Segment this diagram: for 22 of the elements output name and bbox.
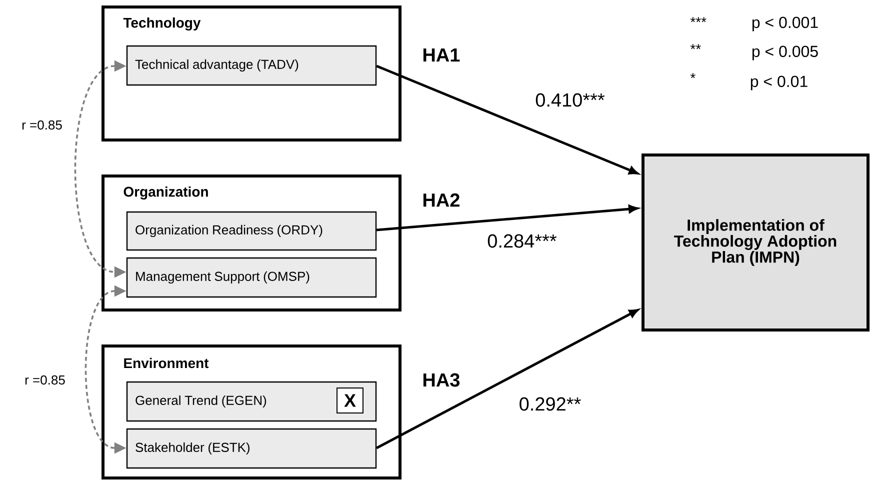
outcome-box: Implementation of Technology Adoption Plan (IMPN) xyxy=(642,154,870,332)
edge-label: 0.284*** xyxy=(488,234,557,248)
significance-key: ** xyxy=(690,44,701,50)
excluded-mark: X xyxy=(336,388,364,414)
significance-key: * xyxy=(690,73,696,78)
hypothesis-label: HA3 xyxy=(423,373,460,387)
factor-box: Stakeholder (ESTK) xyxy=(126,428,377,469)
hypothesis-label: HA2 xyxy=(423,193,460,207)
hypothesis-label: HA1 xyxy=(423,48,460,62)
significance-key: *** xyxy=(690,17,706,22)
path-arrow xyxy=(376,309,638,450)
significance-note: p < 0.005 xyxy=(752,46,818,60)
edge-label: r =0.85 xyxy=(25,375,65,385)
edge-label: r =0.85 xyxy=(22,120,62,130)
edge-label: 0.292** xyxy=(520,397,581,411)
path-arrow xyxy=(376,64,638,174)
factor-box: Management Support (OMSP) xyxy=(126,257,377,298)
edge-label: 0.410*** xyxy=(536,93,605,107)
factor-box: Organization Readiness (ORDY) xyxy=(126,211,377,251)
factor-box: Technical advantage (TADV) xyxy=(126,45,377,86)
significance-note: p < 0.001 xyxy=(752,16,818,32)
significance-note: p < 0.01 xyxy=(750,76,808,90)
